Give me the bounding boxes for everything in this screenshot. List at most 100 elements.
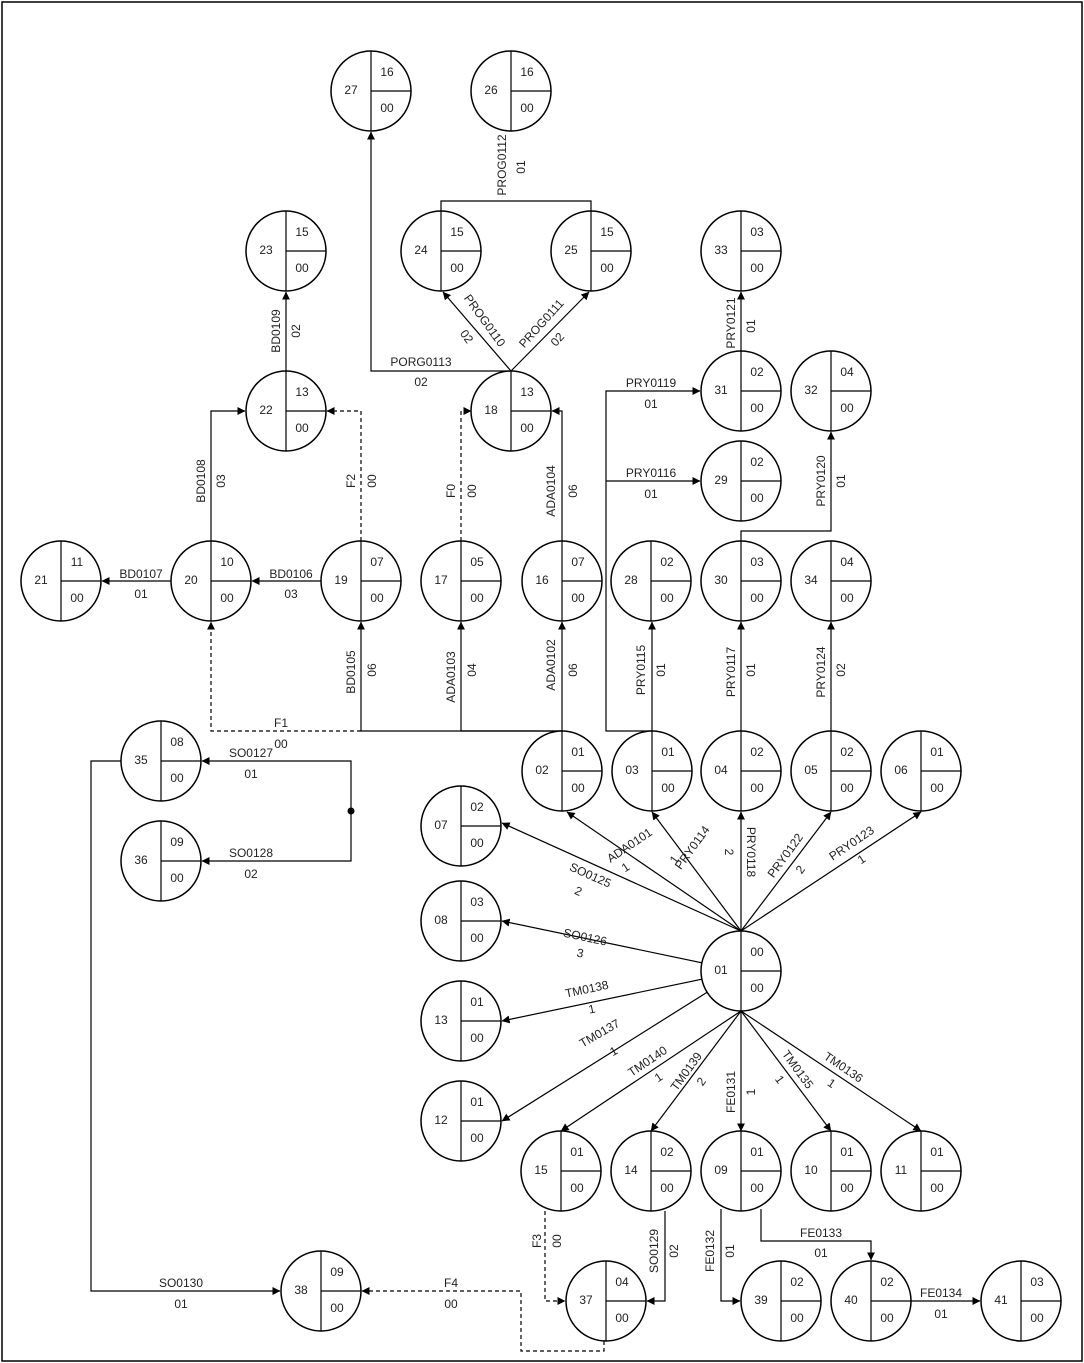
node-slack-value: 00: [520, 101, 534, 115]
edge-duration-f3: 00: [550, 1234, 564, 1248]
node-id: 21: [34, 573, 48, 587]
node-slack-value: 00: [1030, 1311, 1044, 1325]
node-early-value: 07: [571, 555, 585, 569]
node-slack-value: 00: [520, 421, 534, 435]
edge-label-bd0105: BD0105: [344, 650, 358, 694]
edge-label-tm0136: TM0136: [821, 1049, 866, 1085]
node-slack-value: 00: [470, 931, 484, 945]
node-id: 13: [434, 1013, 448, 1027]
node-early-value: 01: [930, 1145, 944, 1159]
node-slack-value: 00: [295, 421, 309, 435]
node-slack-value: 00: [840, 1181, 854, 1195]
edge-tm0137: [501, 970, 742, 1122]
edge-label-fe0132: FE0132: [703, 1230, 717, 1272]
edges-layer: [90, 131, 981, 1352]
edge-ada0101: [566, 811, 742, 932]
edge-label-so0130: SO0130: [159, 1276, 203, 1290]
node-id: 14: [624, 1163, 638, 1177]
edge-duration-ada0104: 06: [566, 484, 580, 498]
edge-duration-so0129: 02: [667, 1244, 681, 1258]
node-id: 24: [414, 243, 428, 257]
node-slack-value: 00: [450, 261, 464, 275]
node-id: 27: [344, 83, 358, 97]
node-early-value: 04: [840, 365, 854, 379]
node-early-value: 01: [750, 1145, 764, 1159]
node-slack-value: 00: [750, 261, 764, 275]
node-early-value: 01: [470, 995, 484, 1009]
edge-label-tm0140: TM0140: [625, 1043, 670, 1079]
edge-bd0108: [210, 407, 246, 541]
edge-prog0110: [442, 291, 512, 372]
edge-duration-porg0113: 02: [414, 375, 428, 389]
node-slack-value: 00: [660, 1181, 674, 1195]
edge-duration-f4: 00: [444, 1297, 458, 1311]
edge-duration-f0: 00: [465, 484, 479, 498]
node-id: 06: [894, 763, 908, 777]
node-slack-value: 00: [750, 591, 764, 605]
edge-f4: [361, 1287, 605, 1352]
node-early-value: 16: [380, 65, 394, 79]
node-slack-value: 00: [330, 1301, 344, 1315]
edge-duration-f2: 00: [365, 474, 379, 488]
node-slack-value: 00: [170, 771, 184, 785]
node-slack-value: 00: [930, 781, 944, 795]
node-early-value: 10: [220, 555, 234, 569]
edge-duration-fe0131: 1: [744, 1088, 758, 1095]
node-early-value: 01: [661, 745, 675, 759]
node-slack-value: 00: [571, 591, 585, 605]
edge-prog0111: [510, 291, 590, 372]
node-id: 04: [714, 763, 728, 777]
node-slack-value: 00: [600, 261, 614, 275]
edge-tm0139: [650, 1010, 742, 1132]
edge-duration-pry0120: 01: [834, 474, 848, 488]
node-id: 28: [624, 573, 638, 587]
edge-label-pry0120: PRY0120: [814, 455, 828, 506]
edge-fe0133: [760, 1209, 875, 1261]
node-early-value: 01: [840, 1145, 854, 1159]
node-id: 25: [564, 243, 578, 257]
node-id: 15: [534, 1163, 548, 1177]
edge-duration-pry0124: 02: [834, 663, 848, 677]
node-early-value: 01: [570, 1145, 584, 1159]
node-id: 01: [714, 963, 728, 977]
node-early-value: 11: [71, 555, 84, 569]
edge-label-so0125: SO0125: [567, 860, 613, 891]
edge-label-ada0104: ADA0104: [544, 465, 558, 517]
node-early-value: 01: [930, 745, 944, 759]
node-slack-value: 00: [470, 1131, 484, 1145]
node-early-value: 00: [750, 945, 764, 959]
node-early-value: 02: [750, 365, 764, 379]
node-slack-value: 00: [750, 1181, 764, 1195]
node-early-value: 02: [750, 455, 764, 469]
edge-duration-pry0119: 01: [644, 397, 658, 411]
node-slack-value: 00: [930, 1181, 944, 1195]
node-early-value: 15: [295, 225, 309, 239]
edge-label-so0127: SO0127: [229, 746, 273, 760]
node-slack-value: 00: [70, 591, 84, 605]
edge-duration-tm0137: 1: [607, 1043, 620, 1059]
edge-duration-so0126: 3: [575, 946, 585, 961]
edge-duration-so0125: 2: [572, 883, 584, 899]
edge-duration-tm0136: 1: [825, 1076, 839, 1092]
edge-so0128: [201, 811, 352, 865]
node-slack-value: 00: [840, 401, 854, 415]
edge-label-ada0101: ADA0101: [604, 825, 655, 866]
node-id: 34: [804, 573, 818, 587]
node-slack-value: 00: [470, 1031, 484, 1045]
edge-duration-prog0112: 01: [514, 160, 528, 174]
node-early-value: 13: [520, 385, 534, 399]
node-slack-value: 00: [840, 591, 854, 605]
node-slack-value: 00: [295, 261, 309, 275]
node-early-value: 01: [571, 745, 585, 759]
